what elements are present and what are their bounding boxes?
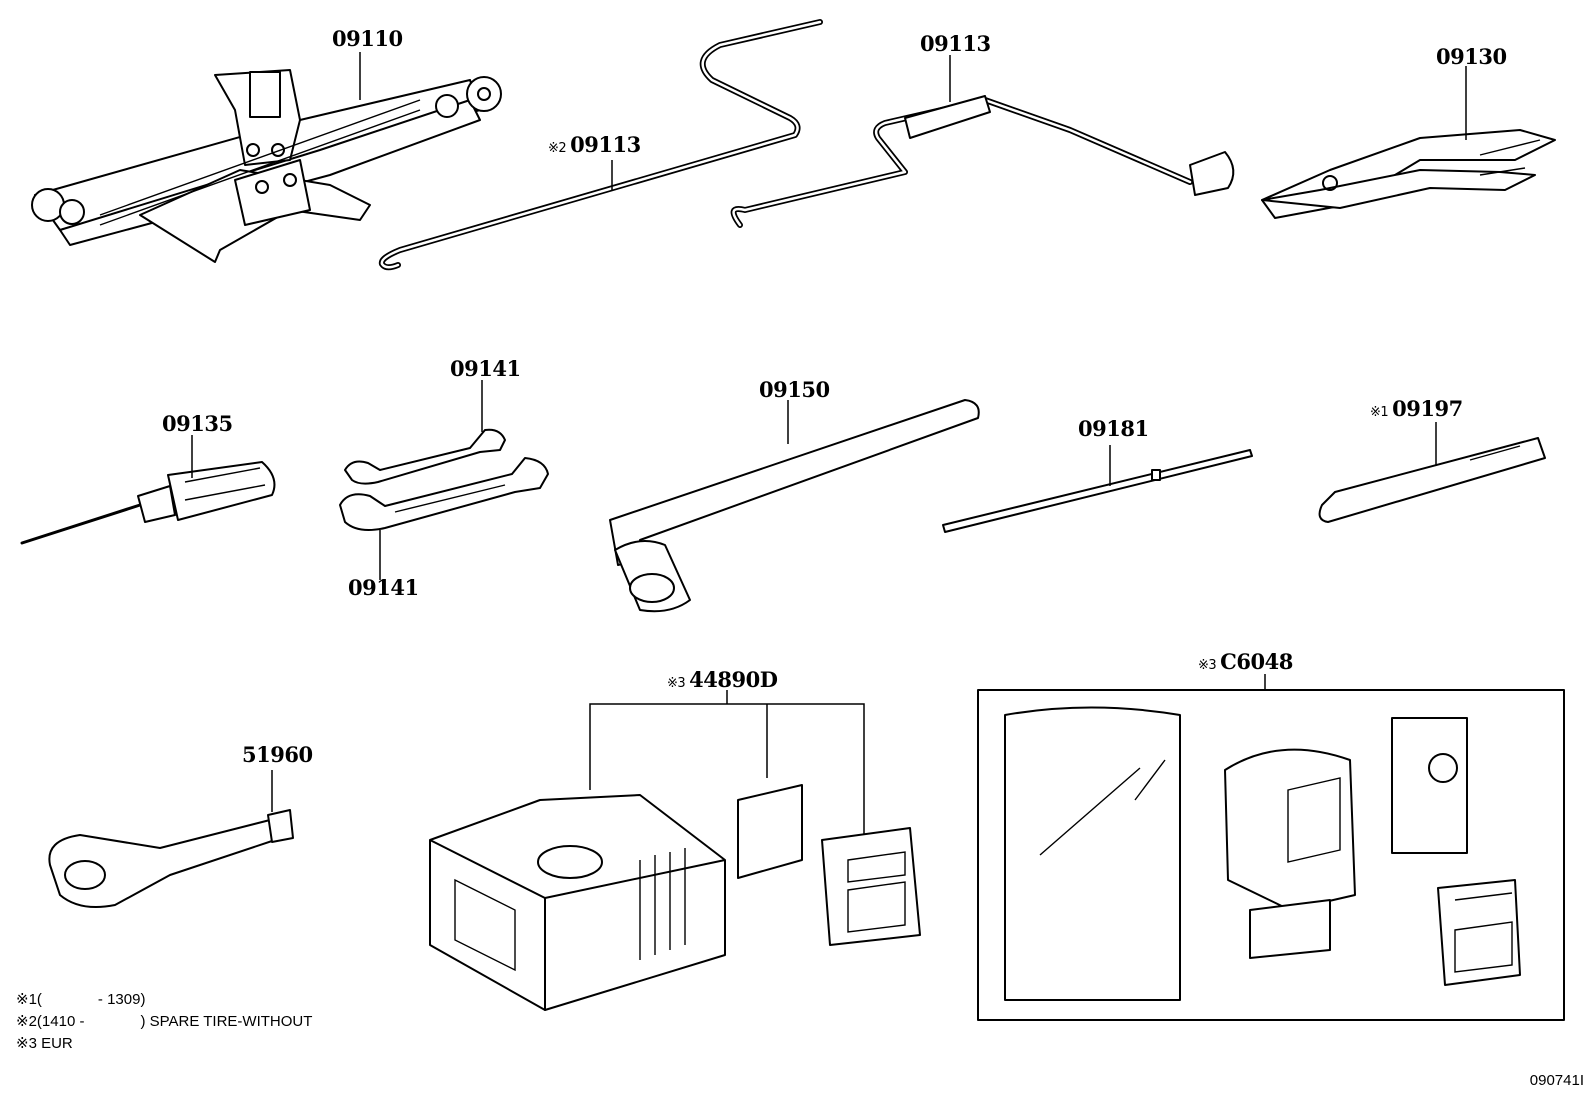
part-label-jack-handle-crank: 09113 [920,31,991,56]
footnote-1: ※1(- 1309) [16,991,146,1008]
screwdriver-illustration [20,435,276,545]
part-label-wrench-lower: 09141 [348,575,419,600]
wrench-lower-illustration [339,457,549,580]
part-label-extension-bar: 09181 [1078,416,1149,441]
extension-bar-illustration [942,445,1253,533]
marker-3: ※3 [667,676,686,691]
part-label-wheel-nut-wrench: 09150 [759,377,830,402]
pliers-illustration [1261,66,1556,219]
marker-2: ※2 [548,141,567,156]
part-label-towing-eye: 51960 [242,742,313,767]
part-label-pliers: 09130 [1436,44,1507,69]
footnote-3: ※3 EUR [16,1035,73,1052]
part-label-wrench-upper: 09141 [450,356,521,381]
compressor-kit-illustration [429,690,921,1011]
jack-handle-crank-illustration [730,55,1235,228]
figure-id: 090741I [1529,1072,1584,1089]
wheel-nut-wrench-illustration [609,399,980,613]
part-label-jack: 09110 [332,26,403,51]
footnote-2: ※2(1410 -) SPARE TIRE-WITHOUT [16,1013,313,1030]
marker-3: ※3 [1198,658,1217,673]
jack-illustration [31,52,502,263]
repair-kit-illustration [977,674,1565,1021]
part-label-screwdriver: 09135 [162,411,233,436]
tool-pen-illustration [1318,422,1546,523]
wrench-upper-illustration [344,380,506,485]
marker-1: ※1 [1370,405,1389,420]
jack-handle-rod-illustration [378,19,823,271]
towing-eye-illustration [48,770,294,908]
